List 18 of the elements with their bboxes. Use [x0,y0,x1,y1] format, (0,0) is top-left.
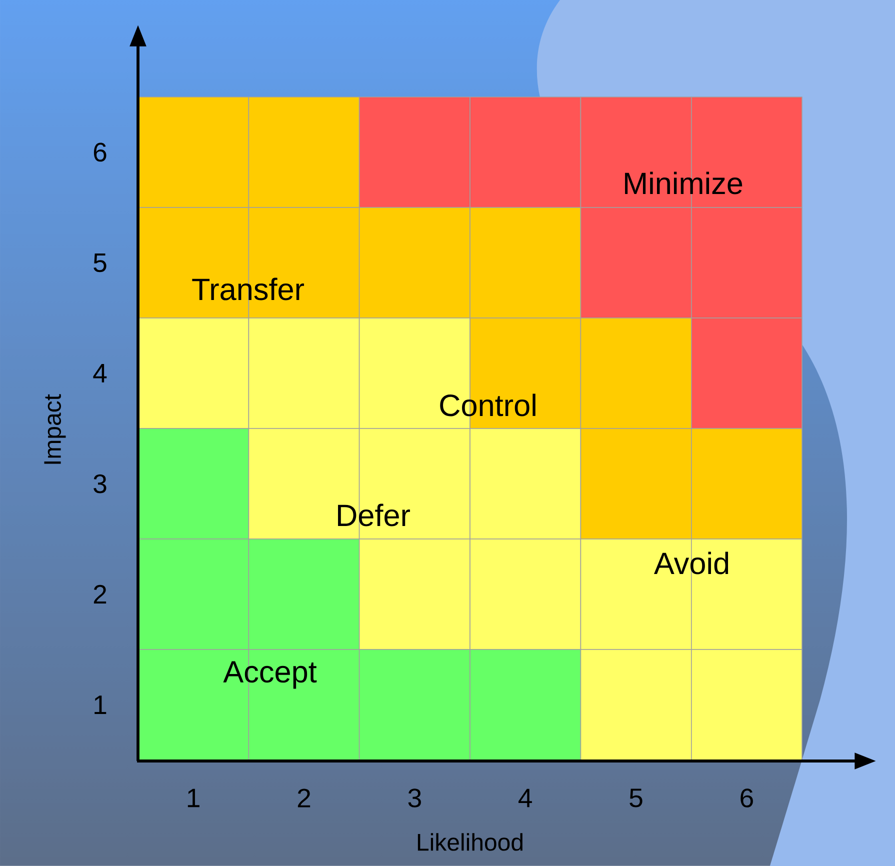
tick-label: 6 [740,788,753,808]
axis-title: Impact [44,394,66,464]
tick-label: 6 [94,142,106,162]
tick-label: 4 [518,788,532,808]
region-label: Accept [223,661,317,689]
region-label: Avoid [654,552,728,574]
axis-title: Likelihood [418,833,522,851]
tick-label: 5 [94,254,106,272]
region-label: Defer [338,504,410,526]
tick-label: 1 [188,788,200,808]
tick-label: 5 [630,788,642,808]
tick-label: 1 [94,696,106,714]
tick-label: 3 [94,474,106,494]
tick-label: 2 [298,788,310,808]
tick-label: 4 [93,364,107,382]
region-label: Minimize [625,172,742,194]
tick-label: 2 [94,584,106,604]
tick-label: 3 [408,788,421,808]
